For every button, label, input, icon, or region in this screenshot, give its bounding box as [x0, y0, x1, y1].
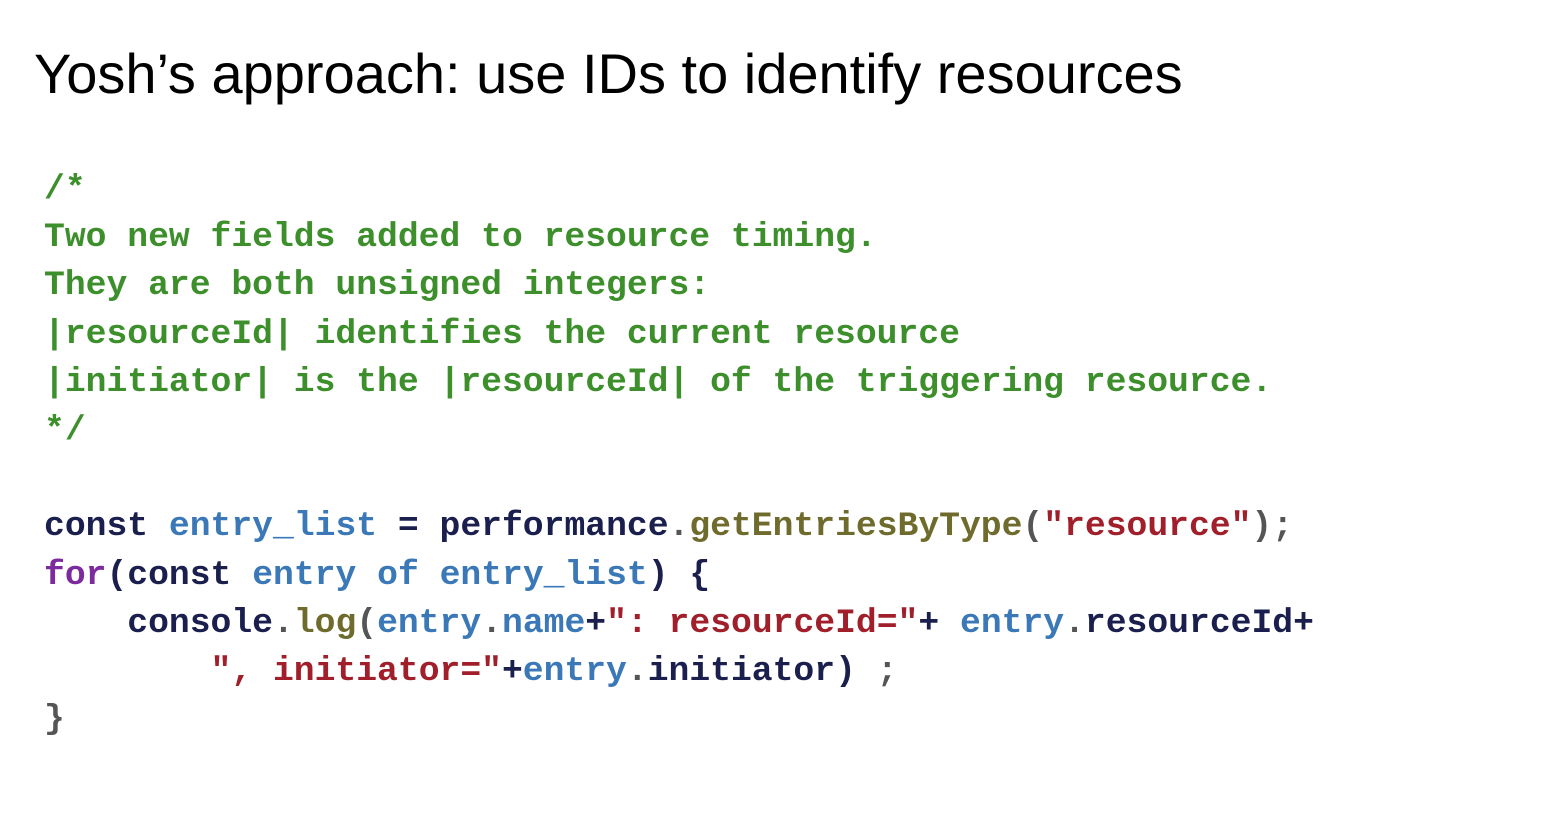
code-token-dark: [356, 556, 377, 595]
code-line: [44, 455, 1314, 503]
code-token-dark: const: [44, 507, 149, 547]
code-token-dark: const: [127, 555, 232, 595]
code-token-comment: |initiator| is the |resourceId| of the t…: [44, 362, 1273, 402]
code-token-punct: ;: [876, 651, 898, 691]
code-token-punct: .: [626, 651, 648, 691]
code-token-dark: (: [106, 555, 128, 595]
code-token-method: log: [293, 603, 357, 643]
code-token-string: "resource": [1043, 507, 1252, 547]
code-line: }: [44, 696, 1314, 744]
code-token-punct: );: [1251, 507, 1294, 547]
code-token-ident: entry_list: [168, 507, 378, 547]
code-token-punct: .: [481, 603, 503, 643]
code-token-punct: }: [44, 700, 65, 740]
code-token-ident: name: [502, 603, 586, 643]
slide-title: Yosh’s approach: use IDs to identify res…: [34, 42, 1183, 105]
code-token-ident: entry_list: [439, 555, 648, 595]
code-token-keyword: for: [44, 555, 107, 595]
code-token-punct: .: [272, 603, 294, 643]
code-line: |resourceId| identifies the current reso…: [44, 311, 1314, 359]
code-token-comment: |resourceId| identifies the current reso…: [44, 314, 960, 354]
code-token-dark: +: [1293, 603, 1314, 643]
code-token-punct: .: [668, 507, 690, 547]
code-line: Two new fields added to resource timing.: [44, 214, 1314, 262]
code-token-dark: ) {: [647, 555, 711, 595]
code-line: They are both unsigned integers:: [44, 262, 1314, 310]
code-token-dark: +: [918, 603, 960, 643]
code-line: |initiator| is the |resourceId| of the t…: [44, 359, 1314, 407]
code-line: console.log(entry.name+": resourceId="+ …: [44, 600, 1314, 648]
code-block: /* Two new fields added to resource timin…: [44, 166, 1314, 744]
code-token-dark: =: [377, 507, 440, 547]
code-token-punct: .: [1064, 603, 1085, 643]
code-line: /*: [44, 166, 1314, 214]
code-line: */: [44, 407, 1314, 455]
code-token-string: ", initiator=": [210, 651, 502, 691]
code-token-dark: +: [501, 651, 523, 691]
code-token-comment: Two new fields added to resource timing.: [44, 218, 877, 258]
code-token-dark: +: [585, 603, 607, 643]
code-token-dark: [44, 652, 211, 691]
code-token-dark: console: [127, 603, 273, 643]
code-token-dark: resourceId: [1084, 603, 1294, 643]
code-token-punct: (: [356, 603, 378, 643]
code-token-ident: entry: [522, 651, 627, 691]
code-line: const entry_list = performance.getEntrie…: [44, 503, 1314, 551]
code-token-comment: /*: [44, 170, 86, 209]
code-line: ", initiator="+entry.initiator) ;: [44, 648, 1314, 696]
code-token-ident: of: [377, 555, 419, 595]
code-token-dark: [231, 556, 252, 595]
code-token-method: getEntriesByType: [689, 507, 1023, 547]
code-token-dark: initiator: [647, 651, 836, 691]
code-token-dark: [419, 556, 440, 595]
code-token-dark: [44, 604, 127, 643]
code-token-dark: performance: [439, 507, 669, 547]
code-token-ident: entry: [252, 555, 357, 595]
code-token-ident: entry: [960, 603, 1065, 643]
code-line: for(const entry of entry_list) {: [44, 552, 1314, 600]
code-token-dark: [148, 507, 169, 546]
code-token-comment: They are both unsigned integers:: [44, 266, 711, 306]
code-token-ident: entry: [377, 603, 482, 643]
code-token-comment: */: [44, 410, 86, 450]
code-token-dark: ): [835, 651, 877, 691]
code-token-string: ": resourceId=": [606, 603, 919, 643]
code-token-punct: (: [1022, 507, 1044, 547]
